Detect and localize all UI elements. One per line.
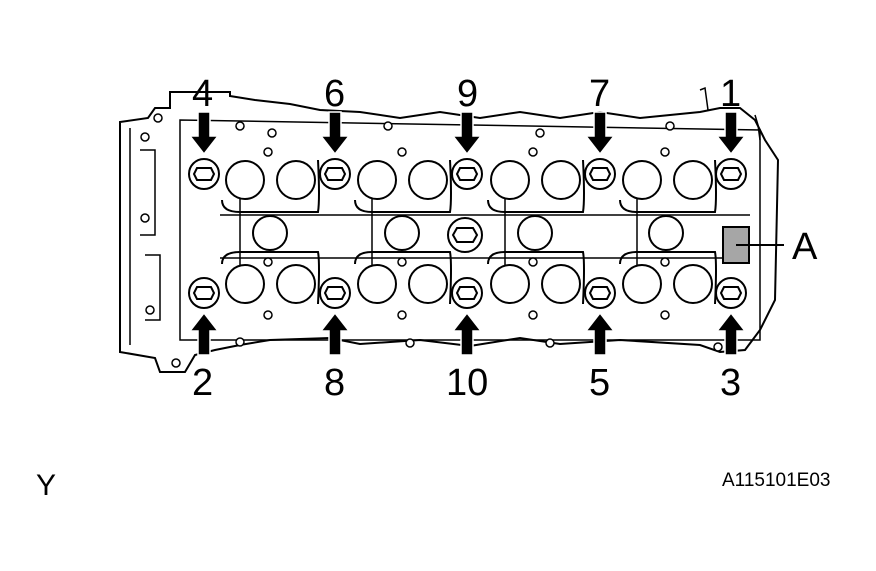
journals-bottom	[221, 251, 717, 305]
bolt-1-head	[715, 158, 747, 190]
bolt-label-10: 10	[446, 362, 488, 404]
bolt-label-7: 7	[589, 73, 610, 115]
bolt-label-6: 6	[324, 73, 345, 115]
arrow-down-icon	[451, 111, 483, 156]
arrows-bottom	[188, 311, 747, 356]
bolt-label-2: 2	[192, 362, 213, 404]
arrow-up-icon	[715, 311, 747, 356]
bolt-4-head	[188, 158, 220, 190]
view-label: Y	[36, 469, 56, 502]
marker-a: A	[722, 226, 818, 268]
small-holes	[140, 113, 723, 368]
bolt-10-head	[451, 277, 483, 309]
bolt-8-head	[319, 277, 351, 309]
head-outline	[119, 86, 780, 373]
bolt-9-head	[451, 158, 483, 190]
bolt-7-head	[584, 158, 616, 190]
arrow-up-icon	[584, 311, 616, 356]
center-hex-bolt	[447, 217, 483, 253]
bolt-label-4: 4	[192, 73, 213, 115]
bolt-heads-top	[188, 158, 747, 190]
arrow-down-icon	[319, 111, 351, 156]
bolt-6-head	[319, 158, 351, 190]
bolt-label-9: 9	[457, 73, 478, 115]
arrow-up-icon	[451, 311, 483, 356]
bolt-3-head	[715, 277, 747, 309]
arrows-top	[188, 111, 747, 156]
bolt-labels-bottom: 2 8 10 5 3	[192, 362, 741, 404]
bolt-label-5: 5	[589, 362, 610, 404]
journals-top	[221, 159, 717, 213]
arrow-down-icon	[188, 111, 220, 156]
bolt-labels-top: 4 6 9 7 1	[192, 73, 741, 115]
spark-plug-bosses	[252, 215, 684, 251]
bolt-label-1: 1	[720, 73, 741, 115]
bolt-label-3: 3	[720, 362, 741, 404]
bolt-heads-bottom	[188, 277, 747, 309]
arrow-up-icon	[188, 311, 220, 356]
bolt-label-8: 8	[324, 362, 345, 404]
bolt-2-head	[188, 277, 220, 309]
marker-a-label: A	[792, 226, 818, 268]
arrow-down-icon	[584, 111, 616, 156]
arrow-up-icon	[319, 311, 351, 356]
bolt-5-head	[584, 277, 616, 309]
arrow-down-icon	[715, 111, 747, 156]
figure-code: A115101E03	[722, 470, 830, 491]
